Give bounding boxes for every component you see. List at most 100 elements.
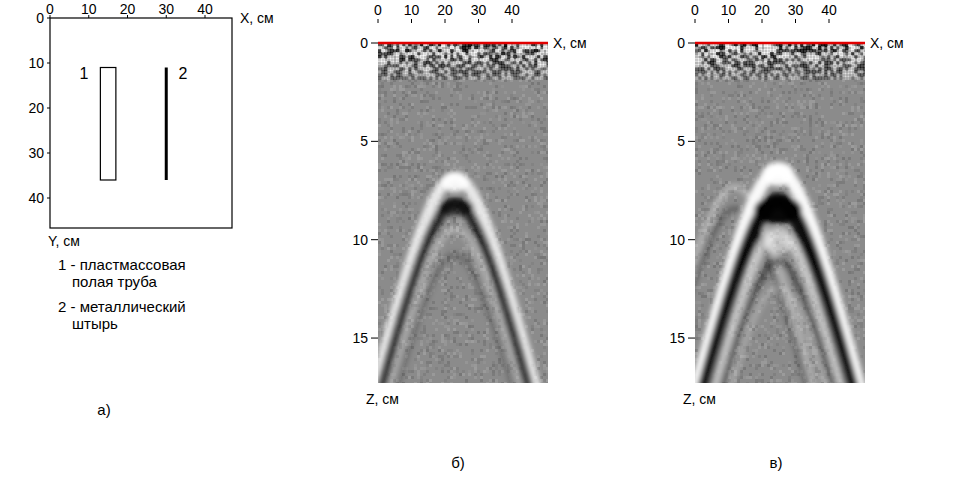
noise-speck [453, 142, 456, 145]
noise-speck [420, 85, 423, 88]
noise-speck [477, 130, 480, 133]
noise-speck [531, 205, 534, 208]
noise-speck [399, 253, 402, 256]
noise-speck [492, 106, 495, 109]
noise-speck [546, 220, 548, 223]
noise-speck [474, 172, 477, 175]
noise-speck [399, 184, 402, 187]
noise-speck [477, 151, 480, 154]
noise-speck [441, 106, 444, 109]
noise-speck [405, 85, 408, 88]
noise-speck [525, 169, 528, 172]
noise-speck [390, 139, 393, 142]
noise-speck [510, 256, 513, 259]
noise-speck [495, 172, 498, 175]
noise-speck [387, 124, 390, 127]
noise-speck [483, 94, 486, 97]
noise-speck [402, 211, 405, 214]
noise-speck [393, 247, 396, 250]
noise-speck [423, 100, 426, 103]
noise-speck [537, 253, 540, 256]
noise-speck [528, 136, 531, 139]
noise-speck [483, 139, 486, 142]
noise-speck [399, 85, 402, 88]
noise-speck [531, 193, 534, 196]
noise-speck [405, 232, 408, 235]
noise-speck [387, 232, 390, 235]
noise-speck [438, 136, 441, 139]
noise-speck [540, 250, 543, 253]
noise-speck [465, 139, 468, 142]
noise-speck [465, 133, 468, 136]
noise-speck [435, 82, 438, 85]
noise-speck [459, 151, 462, 154]
noise-speck [474, 169, 477, 172]
noise-speck [522, 115, 525, 118]
noise-speck [477, 121, 480, 124]
noise-speck [477, 115, 480, 118]
noise-speck [513, 151, 516, 154]
noise-speck [390, 187, 393, 190]
noise-speck [495, 160, 498, 163]
noise-speck [441, 124, 444, 127]
noise-speck [396, 244, 399, 247]
noise-speck [384, 265, 387, 268]
noise-speck [405, 181, 408, 184]
noise-speck [447, 220, 450, 223]
noise-speck [429, 184, 432, 187]
noise-speck [543, 85, 546, 88]
noise-speck [471, 121, 474, 124]
noise-speck [513, 127, 516, 130]
noise-speck [420, 127, 423, 130]
noise-speck [402, 166, 405, 169]
noise-speck [507, 205, 510, 208]
noise-speck [429, 124, 432, 127]
plan-view [47, 15, 232, 228]
noise-speck [513, 148, 516, 151]
noise-speck [411, 178, 414, 181]
noise-speck [537, 106, 540, 109]
noise-speck [519, 268, 522, 271]
noise-speck [384, 100, 387, 103]
noise-speck [522, 205, 525, 208]
noise-speck [399, 118, 402, 121]
noise-speck [522, 112, 525, 115]
noise-speck [486, 91, 489, 94]
noise-speck [528, 97, 531, 100]
noise-speck [435, 157, 438, 160]
noise-speck [504, 148, 507, 151]
noise-speck [510, 172, 513, 175]
noise-speck [417, 154, 420, 157]
noise-speck [420, 88, 423, 91]
noise-speck [540, 91, 543, 94]
noise-speck [492, 91, 495, 94]
noise-speck [510, 166, 513, 169]
noise-speck [492, 166, 495, 169]
noise-speck [477, 139, 480, 142]
noise-speck [492, 211, 495, 214]
noise-speck [504, 163, 507, 166]
noise-speck [447, 136, 450, 139]
noise-speck [378, 97, 381, 100]
noise-speck [393, 115, 396, 118]
noise-speck [453, 124, 456, 127]
noise-speck [540, 175, 543, 178]
noise-speck [393, 211, 396, 214]
noise-speck [411, 139, 414, 142]
noise-speck [504, 205, 507, 208]
noise-speck [414, 217, 417, 220]
noise-speck [537, 169, 540, 172]
noise-speck [501, 181, 504, 184]
noise-speck [474, 136, 477, 139]
noise-speck [399, 97, 402, 100]
noise-speck [498, 187, 501, 190]
noise-speck [414, 94, 417, 97]
noise-speck [405, 166, 408, 169]
noise-speck [459, 94, 462, 97]
noise-speck [528, 184, 531, 187]
noise-speck [417, 166, 420, 169]
noise-speck [384, 196, 387, 199]
noise-speck [453, 271, 456, 274]
noise-speck [453, 217, 456, 220]
noise-speck [432, 145, 435, 148]
